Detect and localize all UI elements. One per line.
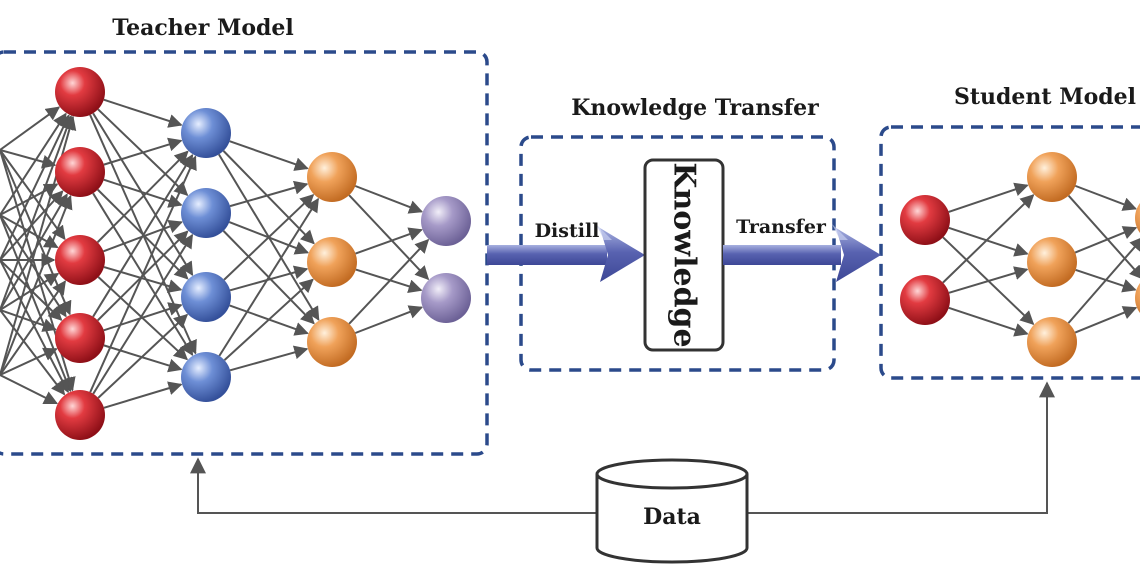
student-edge	[1067, 236, 1140, 324]
teacher-edge	[0, 149, 66, 241]
distill-arrow	[487, 224, 645, 282]
teacher-edge	[96, 150, 189, 243]
teacher-edges	[0, 98, 430, 409]
teacher-node-layer1-5	[55, 390, 105, 440]
teacher-edge	[218, 197, 319, 357]
teacher-edge	[0, 214, 67, 318]
student-node-layer3-1	[1135, 203, 1140, 233]
student-edge	[948, 266, 1029, 294]
student-edge	[942, 194, 1035, 284]
teacher-edge	[229, 140, 309, 171]
teacher-edge	[354, 185, 424, 214]
distill-label: Distill	[535, 220, 600, 242]
teacher-edge	[355, 268, 423, 294]
teacher-edge	[92, 233, 194, 395]
teacher-node-layer1-1	[55, 67, 105, 117]
student-model-title: Student Model	[954, 84, 1136, 110]
teacher-edge	[0, 280, 66, 376]
student-edge	[1074, 226, 1138, 254]
teacher-edge	[103, 266, 183, 293]
student-edge	[948, 306, 1029, 337]
teacher-network	[0, 67, 471, 440]
data-to-student-line	[747, 381, 1055, 514]
teacher-edge	[0, 309, 57, 332]
teacher-node-layer3-1	[307, 152, 357, 202]
student-edge	[948, 182, 1029, 213]
teacher-edge	[97, 188, 189, 280]
teacher-node-layer2-2	[181, 188, 231, 238]
student-edge	[1067, 194, 1140, 280]
teacher-node-layer4-2	[421, 273, 471, 323]
teacher-edge	[222, 150, 315, 245]
teacher-edge	[0, 115, 74, 311]
transfer-label: Transfer	[736, 216, 827, 238]
teacher-model-box	[0, 50, 489, 456]
teacher-edge	[348, 194, 430, 281]
student-model-box	[879, 125, 1140, 380]
teacher-edge	[103, 381, 183, 409]
teacher-edge	[0, 214, 73, 393]
teacher-edge	[0, 193, 68, 311]
teacher-node-layer3-2	[307, 237, 357, 287]
teacher-node-layer2-4	[181, 352, 231, 402]
teacher-edge	[0, 272, 60, 311]
teacher-edge	[0, 114, 70, 261]
student-edge	[948, 226, 1029, 257]
teacher-edge	[354, 305, 424, 334]
teacher-edge	[103, 302, 183, 332]
data-cylinder-icon	[595, 458, 749, 564]
teacher-node-layer1-2	[55, 147, 105, 197]
knowledge-transfer-title: Knowledge Transfer	[571, 95, 819, 121]
teacher-edge	[0, 112, 67, 216]
student-node-layer2-2	[1027, 237, 1077, 287]
teacher-edge	[0, 194, 73, 376]
teacher-edge	[0, 347, 58, 376]
student-edges	[942, 182, 1140, 337]
teacher-edge	[229, 345, 309, 372]
student-node-layer1-2	[900, 275, 950, 325]
teacher-edge	[223, 278, 314, 361]
teacher-edge	[223, 193, 315, 281]
transfer-arrow	[723, 224, 881, 282]
teacher-edge	[92, 153, 194, 318]
teacher-edge	[89, 155, 197, 393]
teacher-edge	[0, 106, 61, 151]
teacher-edge	[103, 98, 183, 128]
teacher-model-title: Teacher Model	[112, 15, 294, 41]
teacher-edge	[103, 178, 183, 208]
knowledge-transfer-box	[519, 135, 836, 372]
teacher-node-layer1-3	[55, 235, 105, 285]
student-node-layer2-3	[1027, 317, 1077, 367]
teacher-node-layer3-3	[307, 317, 357, 367]
student-node-layer3-2	[1135, 283, 1140, 313]
teacher-node-layer2-1	[181, 108, 231, 158]
knowledge-label: Knowledge	[667, 162, 702, 347]
teacher-node-layer1-4	[55, 313, 105, 363]
teacher-edge	[348, 238, 430, 325]
teacher-edge	[355, 227, 423, 255]
teacher-edge	[92, 112, 194, 277]
teacher-edge	[229, 180, 309, 208]
student-network	[900, 152, 1140, 367]
teacher-edge	[97, 313, 189, 399]
teacher-edge	[103, 137, 183, 166]
teacher-node-layer4-1	[421, 196, 471, 246]
teacher-edge	[0, 309, 66, 396]
student-edge	[1075, 184, 1138, 211]
data-label: Data	[643, 504, 701, 530]
student-node-layer2-1	[1027, 152, 1077, 202]
student-node-layer1-1	[900, 195, 950, 245]
teacher-edge	[0, 374, 58, 405]
data-to-teacher-line	[190, 457, 597, 514]
teacher-node-layer2-3	[181, 272, 231, 322]
student-edge	[1074, 306, 1138, 334]
